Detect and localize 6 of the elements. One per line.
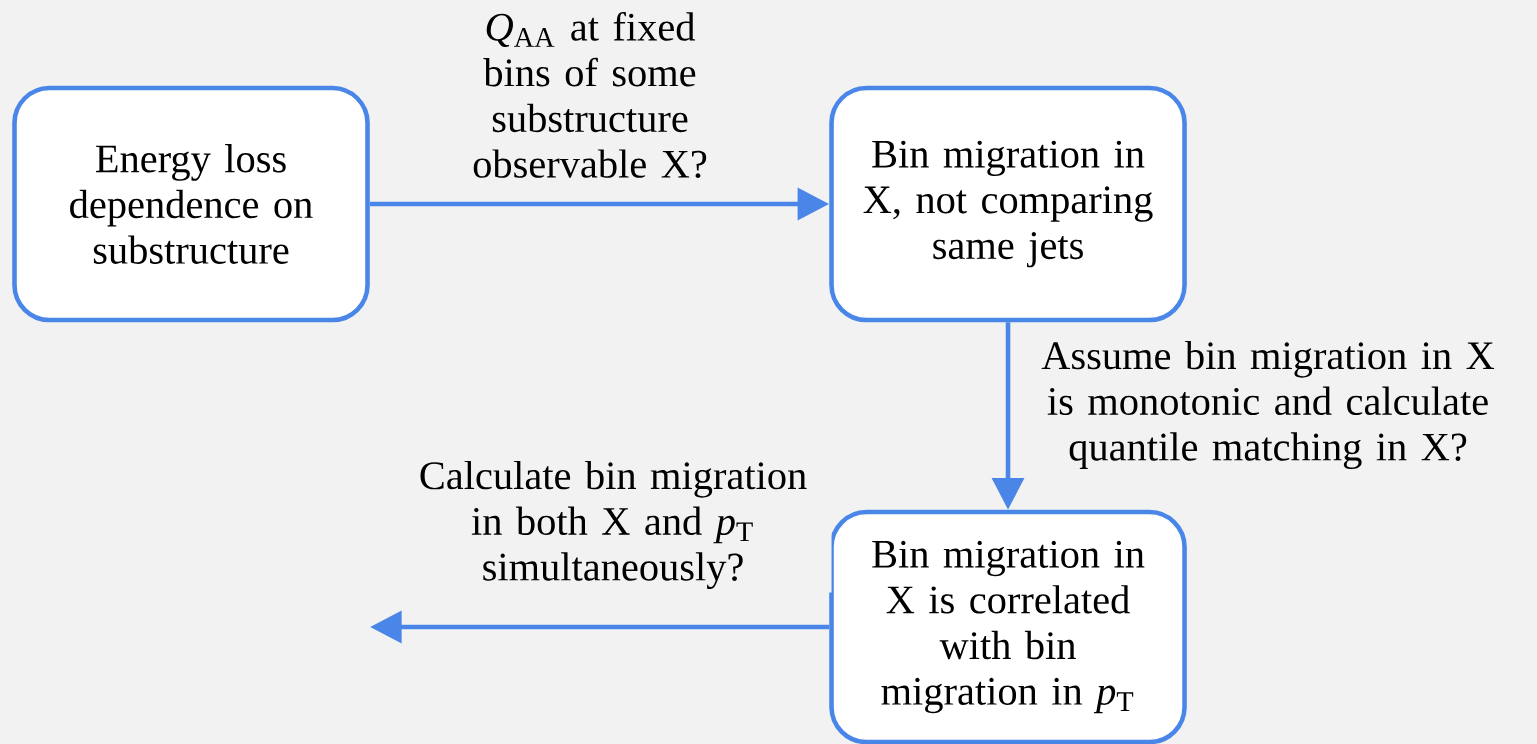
edge-label: Calculate bin migration in both X and p$_{T}$ simultaneously? <box>394 457 832 593</box>
edge-label: Assume bin migration in X is monotonic and calculate quantile matching in X? <box>1024 337 1512 473</box>
process-box: Bin migration in X, not comparing same jets <box>829 85 1187 323</box>
edge-label: Q$_{AA}$ at fixed bins of some substructure observable X? <box>421 8 759 182</box>
process-box: Bin migration in X is correlated with bin migration in p$_{T}$ <box>829 509 1187 744</box>
process-box: Energy loss dependence on substructure <box>12 85 370 323</box>
